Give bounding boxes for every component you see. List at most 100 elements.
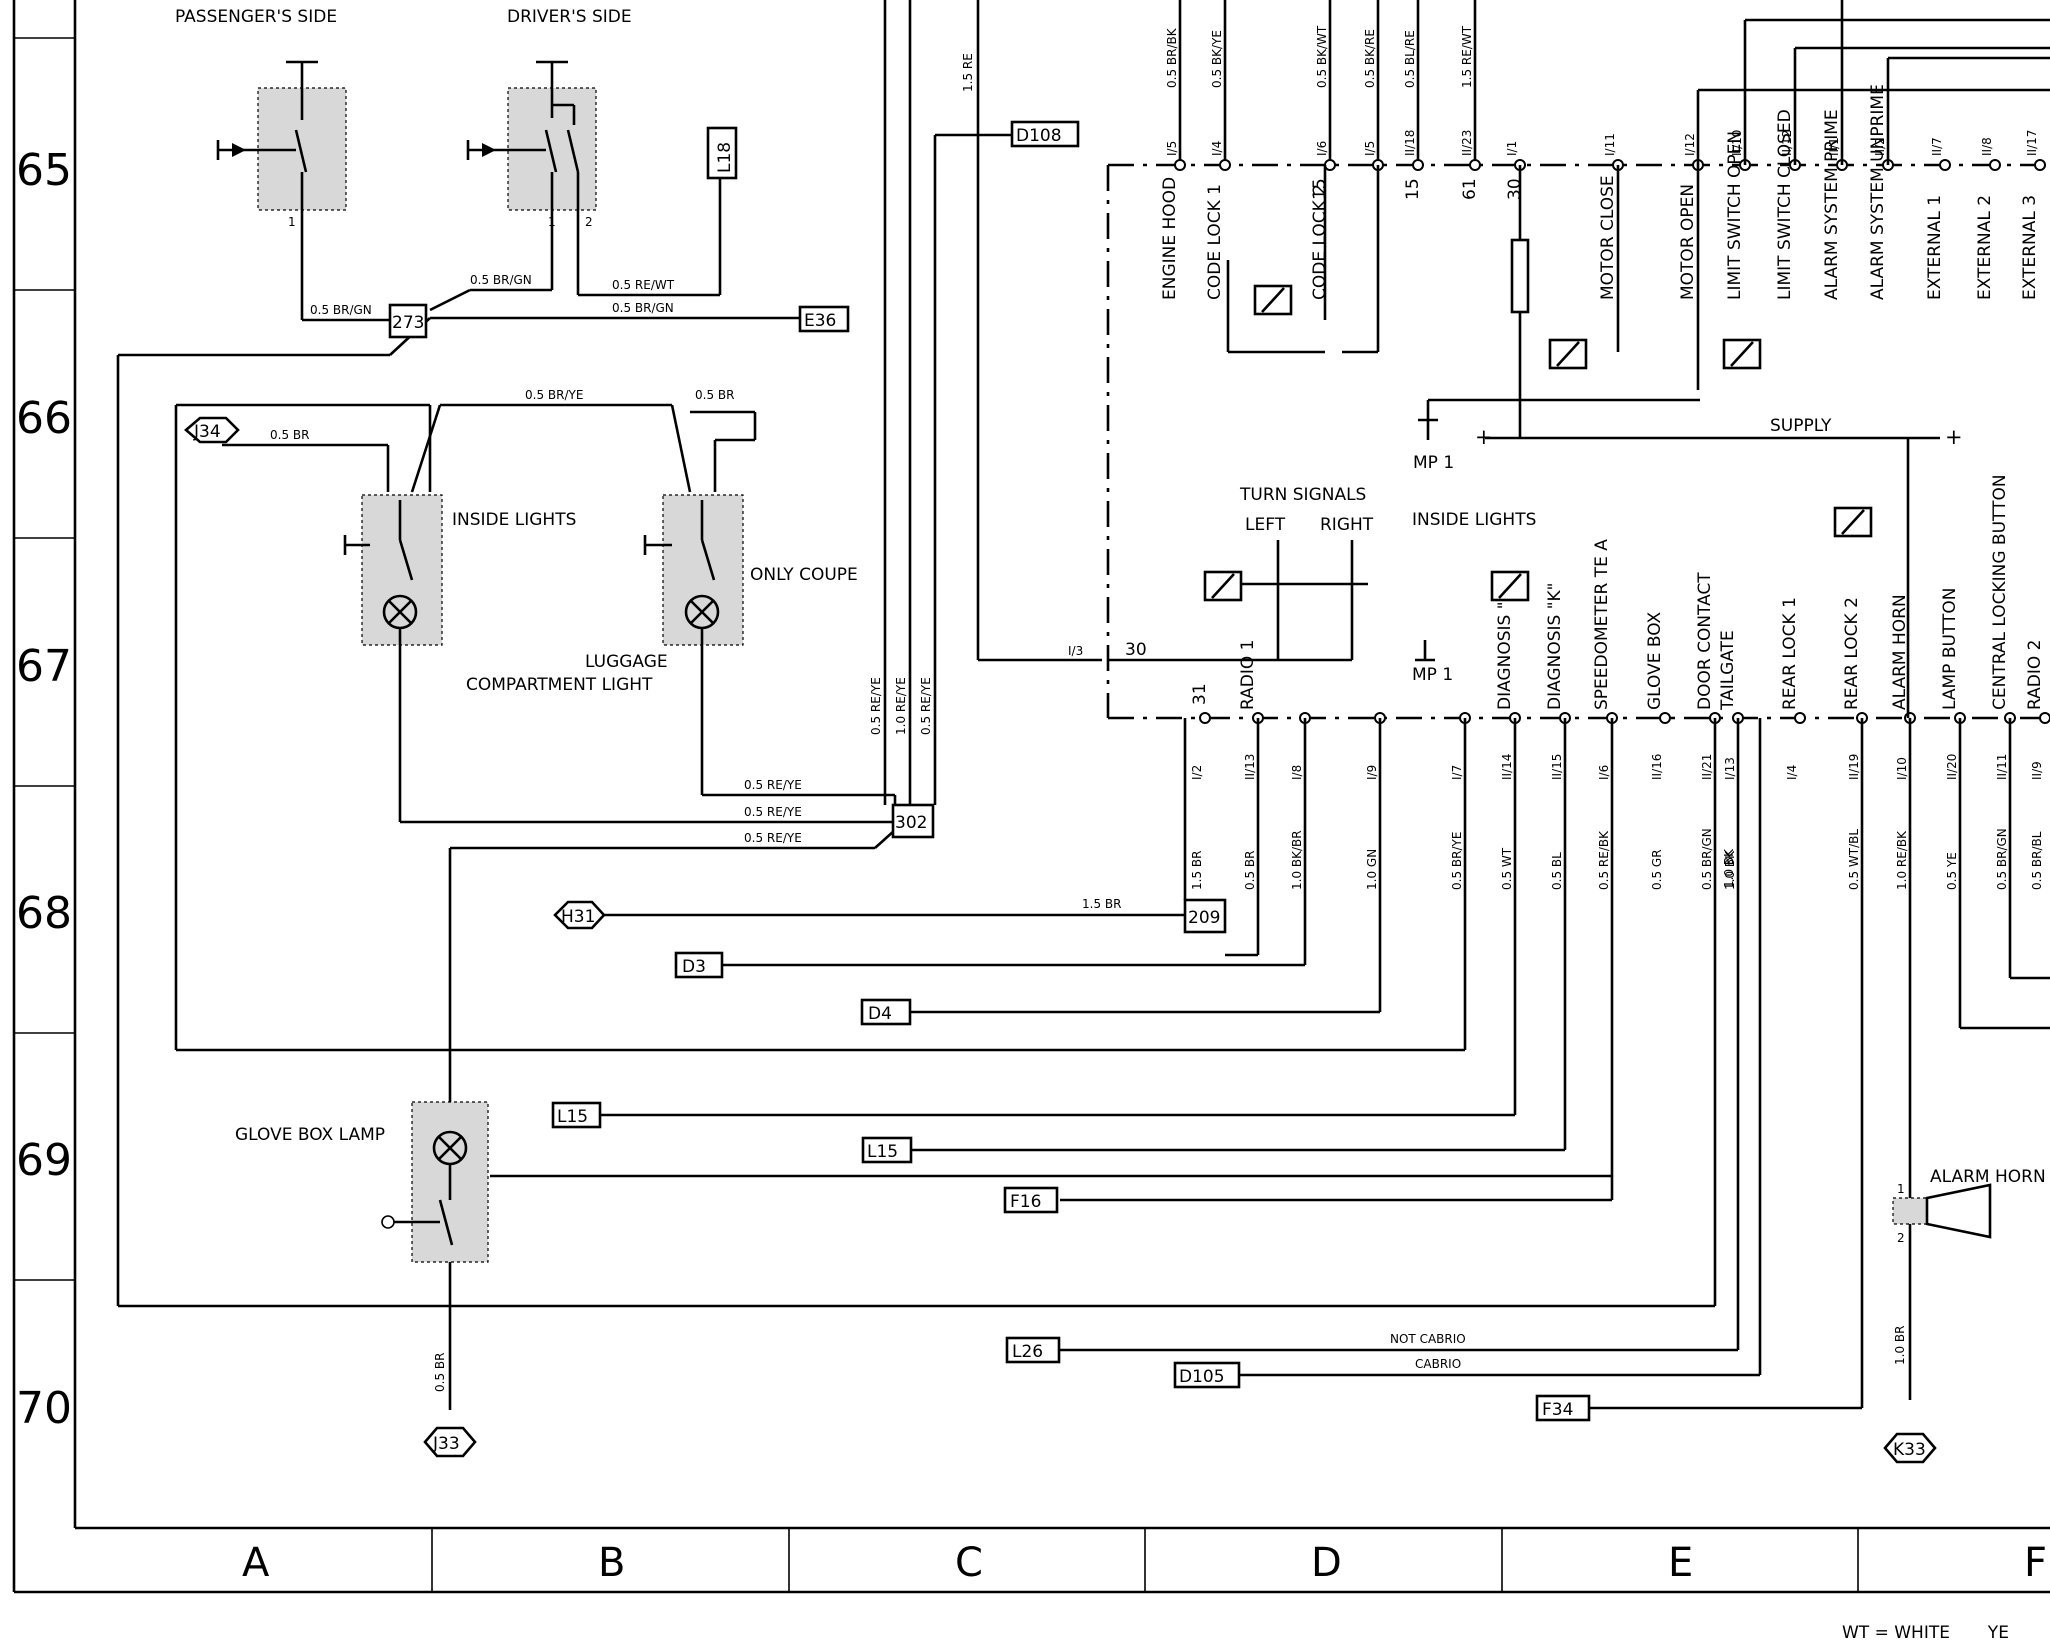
connector-j33: J33 <box>432 1434 460 1454</box>
pin-driver-1: 1 <box>548 215 556 229</box>
top-terminal-label: CODE LOCK 1 <box>1205 184 1225 300</box>
col-label-d: D <box>1311 1540 1342 1586</box>
connector-e36-box <box>798 305 850 333</box>
connector-f16: F16 <box>1010 1192 1041 1212</box>
pin-15b-label: 15 <box>1403 178 1423 200</box>
bottom-terminal-pin: II/11 <box>1995 754 2009 780</box>
top-terminal-dot <box>1174 159 1186 171</box>
connector-l15a-box <box>551 1101 602 1129</box>
top-terminal-label: LIMIT SWITCH OPEN <box>1725 131 1745 300</box>
top-terminal-label: EXTERNAL 2 <box>1975 195 1995 300</box>
bottom-terminal-label: CENTRAL LOCKING BUTTON <box>1990 474 2010 710</box>
supply-plus-right: + <box>1945 425 1963 449</box>
connector-h31-box <box>553 900 606 930</box>
bottom-terminal-wire: 0.5 BR/GN <box>1995 828 2009 890</box>
bottom-terminal-dot <box>2039 712 2050 724</box>
code-lock-relay <box>1253 284 1293 316</box>
connector-d3: D3 <box>682 957 706 977</box>
junction-209-label: 209 <box>1188 908 1220 928</box>
passengers-side-label: PASSENGER'S SIDE <box>175 7 337 27</box>
harness-302: 0.5 RE/YE 1.0 RE/YE 0.5 RE/YE 1.5 RE I/3 <box>869 0 1102 805</box>
wire-label-pin13: I/3 <box>1068 644 1083 658</box>
top-terminal-pin: II/7 <box>1930 137 1944 156</box>
wire-label-v1: 0.5 RE/YE <box>869 677 883 735</box>
top-terminal-dot <box>1939 159 1951 171</box>
col-label-e: E <box>1668 1540 1693 1586</box>
glove-box-lamp-label: GLOVE BOX LAMP <box>235 1125 385 1145</box>
glove-box-lamp: GLOVE BOX LAMP <box>235 1101 489 1263</box>
bottom-terminal-pin: II/20 <box>1945 754 1959 780</box>
top-terminal-pin: II/10 <box>1730 130 1744 156</box>
bottom-terminal-label: DIAGNOSIS "K" <box>1545 583 1565 711</box>
alarm-horn: ALARM HORN 1 2 <box>1892 1167 2046 1245</box>
bottom-terminal-wire: 0.5 BR <box>1243 851 1257 890</box>
bottom-terminal-dot <box>1794 712 1806 724</box>
top-terminal-wire: 0.5 BK/YE <box>1210 30 1224 88</box>
wire-label-v3: 0.5 RE/YE <box>919 677 933 735</box>
connector-d3-box <box>674 951 724 979</box>
bottom-terminal-pin: I/2 <box>1190 765 1204 780</box>
col-label-f: F <box>2024 1540 2047 1586</box>
connector-j34: J34 <box>193 422 221 442</box>
pin-30b-label: 30 <box>1505 178 1525 200</box>
wire-label-h31: 1.5 BR <box>1082 897 1121 911</box>
top-terminal-label: ENGINE HOOD <box>1160 177 1180 300</box>
pin-61-label: 61 <box>1460 178 1480 200</box>
wire-label-15re: 1.5 RE <box>961 53 975 92</box>
turn-signals-label: TURN SIGNALS <box>1239 485 1366 505</box>
row-label-70: 70 <box>16 1383 72 1434</box>
inside-lights-lamp-label: INSIDE LIGHTS <box>452 510 576 530</box>
bottom-terminal-wire: 1.0 BK <box>1723 850 1737 890</box>
bottom-terminal-pin: II/9 <box>2030 761 2044 780</box>
bottom-terminal-dot <box>1199 712 1211 724</box>
top-terminal-wire: 0.5 BR/BK <box>1165 27 1179 88</box>
top-terminal-pin: I/5 <box>1165 141 1179 156</box>
bottom-terminal-label: RADIO 1 <box>1238 640 1258 710</box>
bottom-terminal-wire: 0.5 WT <box>1500 847 1514 890</box>
top-terminal-pin: II/17 <box>2025 130 2039 156</box>
wire-label-302b: 0.5 RE/YE <box>744 805 802 819</box>
control-unit-internals: + + SUPPLY MP 1 TURN SIGNALS LEFT RIGHT … <box>1108 0 2050 718</box>
top-terminal-pin: II/12 <box>1780 130 1794 156</box>
connector-l26-box <box>1005 1336 1061 1364</box>
top-terminal-dot <box>2034 159 2046 171</box>
row-label-69: 69 <box>16 1135 72 1186</box>
color-legend: WT = WHITE YE <box>1842 1623 2009 1643</box>
horn-pin-2: 2 <box>1897 1231 1905 1245</box>
row-label-65: 65 <box>16 145 72 196</box>
bottom-terminal-label: SPEEDOMETER TE A <box>1592 539 1612 710</box>
inside-lights-area: 0.5 BR 0.5 BR/YE 0.5 BR INSIDE LIGHTS ON… <box>174 388 1465 1052</box>
alarm-horn-label: ALARM HORN <box>1930 1167 2046 1187</box>
row-label-66: 66 <box>16 393 72 444</box>
col-label-c: C <box>955 1540 983 1586</box>
inside-lights-relay-label: INSIDE LIGHTS <box>1412 510 1536 530</box>
row-labels: 65 66 67 68 69 70 <box>16 145 72 1434</box>
bottom-terminal-label: REAR LOCK 2 <box>1842 597 1862 710</box>
connector-d108-box <box>1010 120 1080 148</box>
wire-label-br-right: 0.5 BR <box>695 388 734 402</box>
bottom-terminal-dot <box>1659 712 1671 724</box>
bottom-terminal-pin: II/16 <box>1650 754 1664 780</box>
bottom-terminal-label: DOOR CONTACT <box>1695 572 1715 710</box>
top-terminal-pin: I/5 <box>1363 141 1377 156</box>
top-terminal-dot <box>1469 159 1481 171</box>
top-terminal-dot <box>1989 159 2001 171</box>
supply-plus-left: + <box>1475 425 1493 449</box>
lower-wiring: 1.5 BR NOT CABRIO CABRIO 1.0 BK <box>118 718 2050 1410</box>
junction-302 <box>891 803 935 839</box>
top-terminal-label: LIMIT SWITCH CLOSED <box>1775 109 1795 300</box>
luggage-label-1: LUGGAGE <box>585 652 668 672</box>
bottom-terminal-wire: 0.5 BR/BL <box>2030 831 2044 890</box>
fuse-30 <box>1510 238 1530 314</box>
top-terminal-wire: 0.5 BK/WT <box>1315 25 1329 88</box>
top-terminal-label: EXTERNAL 1 <box>1925 195 1945 300</box>
top-terminal-pin: I/11 <box>1603 133 1617 156</box>
column-labels: A B C D E F <box>242 1540 2047 1586</box>
connector-l18-box <box>706 126 738 180</box>
inside-lights-lamp-box <box>361 494 443 646</box>
drivers-side-label: DRIVER'S SIDE <box>507 7 632 27</box>
top-terminal-wire: 0.5 BK/RE <box>1363 29 1377 88</box>
horn-pin-1: 1 <box>1897 1182 1905 1196</box>
top-terminal-label: ALARM SYSTEM UNPRIME <box>1868 84 1888 300</box>
